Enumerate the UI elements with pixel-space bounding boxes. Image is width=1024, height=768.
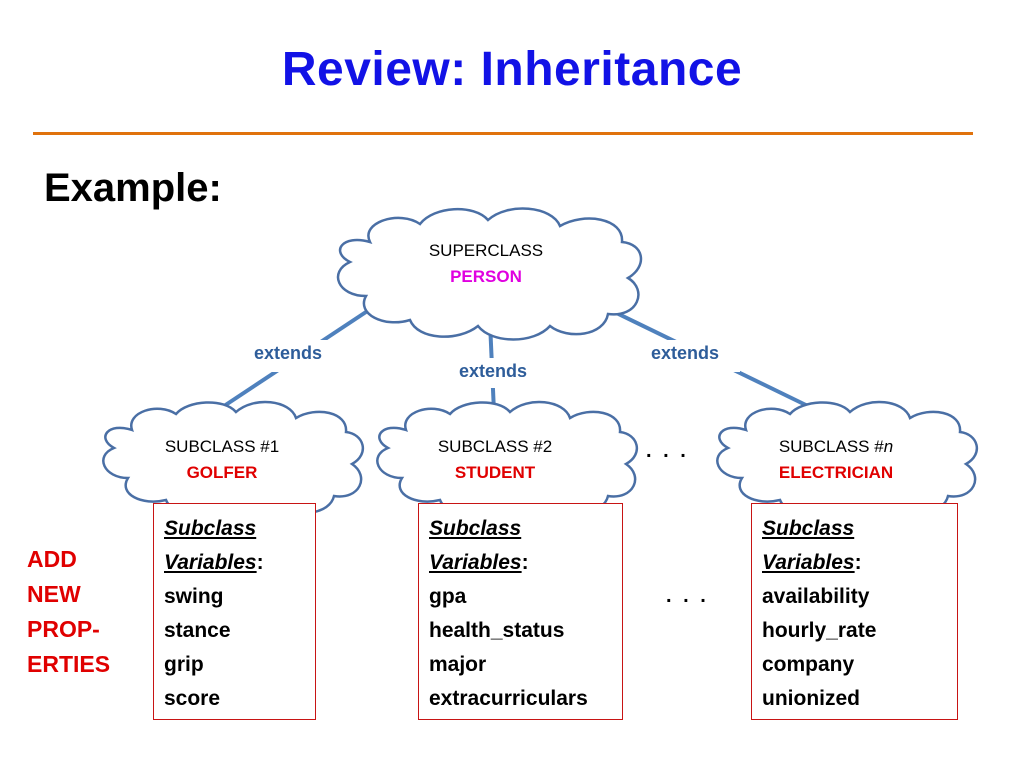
ellipsis-boxes: . . . [666, 585, 709, 607]
variable-item: score [164, 687, 221, 710]
subclass-n-suffix: n [883, 437, 894, 456]
superclass-title: SUPERCLASS [428, 241, 544, 260]
variables-header-colon: : [521, 551, 529, 574]
variable-item: availability [762, 585, 870, 608]
extends-label-bg-1 [248, 340, 344, 372]
subclass-cloud-1 [102, 400, 365, 518]
subclass-n-variables-box: Subclass Variables: availability hourly_… [751, 503, 958, 720]
variable-item: grip [164, 653, 204, 676]
extends-label-2: extends [459, 361, 528, 381]
variable-item: stance [164, 619, 231, 642]
subclass-cloud-2 [376, 400, 639, 518]
note-line: PROP- [27, 616, 100, 642]
title-divider [33, 132, 973, 135]
variables-header-line1: Subclass [762, 517, 855, 540]
variables-header-line1: Subclass [164, 517, 257, 540]
note-line: NEW [27, 581, 81, 607]
note-line: ERTIES [27, 651, 111, 677]
extends-label-bg-3 [644, 340, 740, 372]
variable-item: gpa [429, 585, 467, 608]
subclass-2-label: SUBCLASS #2 STUDENT [395, 434, 595, 486]
subclass-n-name: ELECTRICIAN [778, 463, 894, 482]
subclass-2-title: SUBCLASS #2 [395, 434, 595, 460]
add-new-properties-note: ADD NEW PROP- ERTIES [27, 542, 110, 682]
variables-header-line1: Subclass [429, 517, 522, 540]
subclass-n-label: SUBCLASS #n ELECTRICIAN [736, 434, 936, 486]
variable-item: unionized [762, 687, 860, 710]
variable-item: major [429, 653, 487, 676]
variables-header-word: Variables [429, 551, 522, 574]
variable-item: hourly_rate [762, 619, 877, 642]
subclass-n-number: SUBCLASS # [778, 437, 884, 456]
ellipsis-clouds: . . . [646, 440, 689, 462]
extends-label-bg-2 [452, 358, 548, 388]
superclass-cloud [336, 207, 643, 341]
variables-header-line2: Variables: [762, 546, 957, 580]
superclass-name: PERSON [450, 267, 522, 286]
subclass-1-number: SUBCLASS #1 [164, 437, 280, 456]
variables-header-colon: : [256, 551, 264, 574]
slide-title: Review: Inheritance [281, 43, 743, 96]
variable-item: health_status [429, 619, 565, 642]
subclass-cloud-n [716, 400, 979, 518]
superclass-label: SUPERCLASS PERSON [386, 238, 586, 290]
variables-header-colon: : [854, 551, 862, 574]
variable-item: extracurriculars [429, 687, 588, 710]
subclass-2-number: SUBCLASS #2 [437, 437, 553, 456]
variable-item: swing [164, 585, 224, 608]
variable-item: company [762, 653, 855, 676]
subclass-2-name: STUDENT [454, 463, 536, 482]
variables-header-line2: Variables: [429, 546, 622, 580]
subclass-1-name: GOLFER [186, 463, 258, 482]
subclass-1-variables-box: Subclass Variables: swing stance grip sc… [153, 503, 316, 720]
example-heading: Example: [44, 166, 222, 210]
extends-label-3: extends [651, 343, 720, 363]
subclass-n-title: SUBCLASS #n [736, 434, 936, 460]
variables-header-line2: Variables: [164, 546, 315, 580]
subclass-1-title: SUBCLASS #1 [122, 434, 322, 460]
variables-header-word: Variables [762, 551, 855, 574]
subclass-2-variables-box: Subclass Variables: gpa health_status ma… [418, 503, 623, 720]
note-line: ADD [27, 546, 77, 572]
subclass-1-label: SUBCLASS #1 GOLFER [122, 434, 322, 486]
extends-label-1: extends [254, 343, 323, 363]
variables-header-word: Variables [164, 551, 257, 574]
